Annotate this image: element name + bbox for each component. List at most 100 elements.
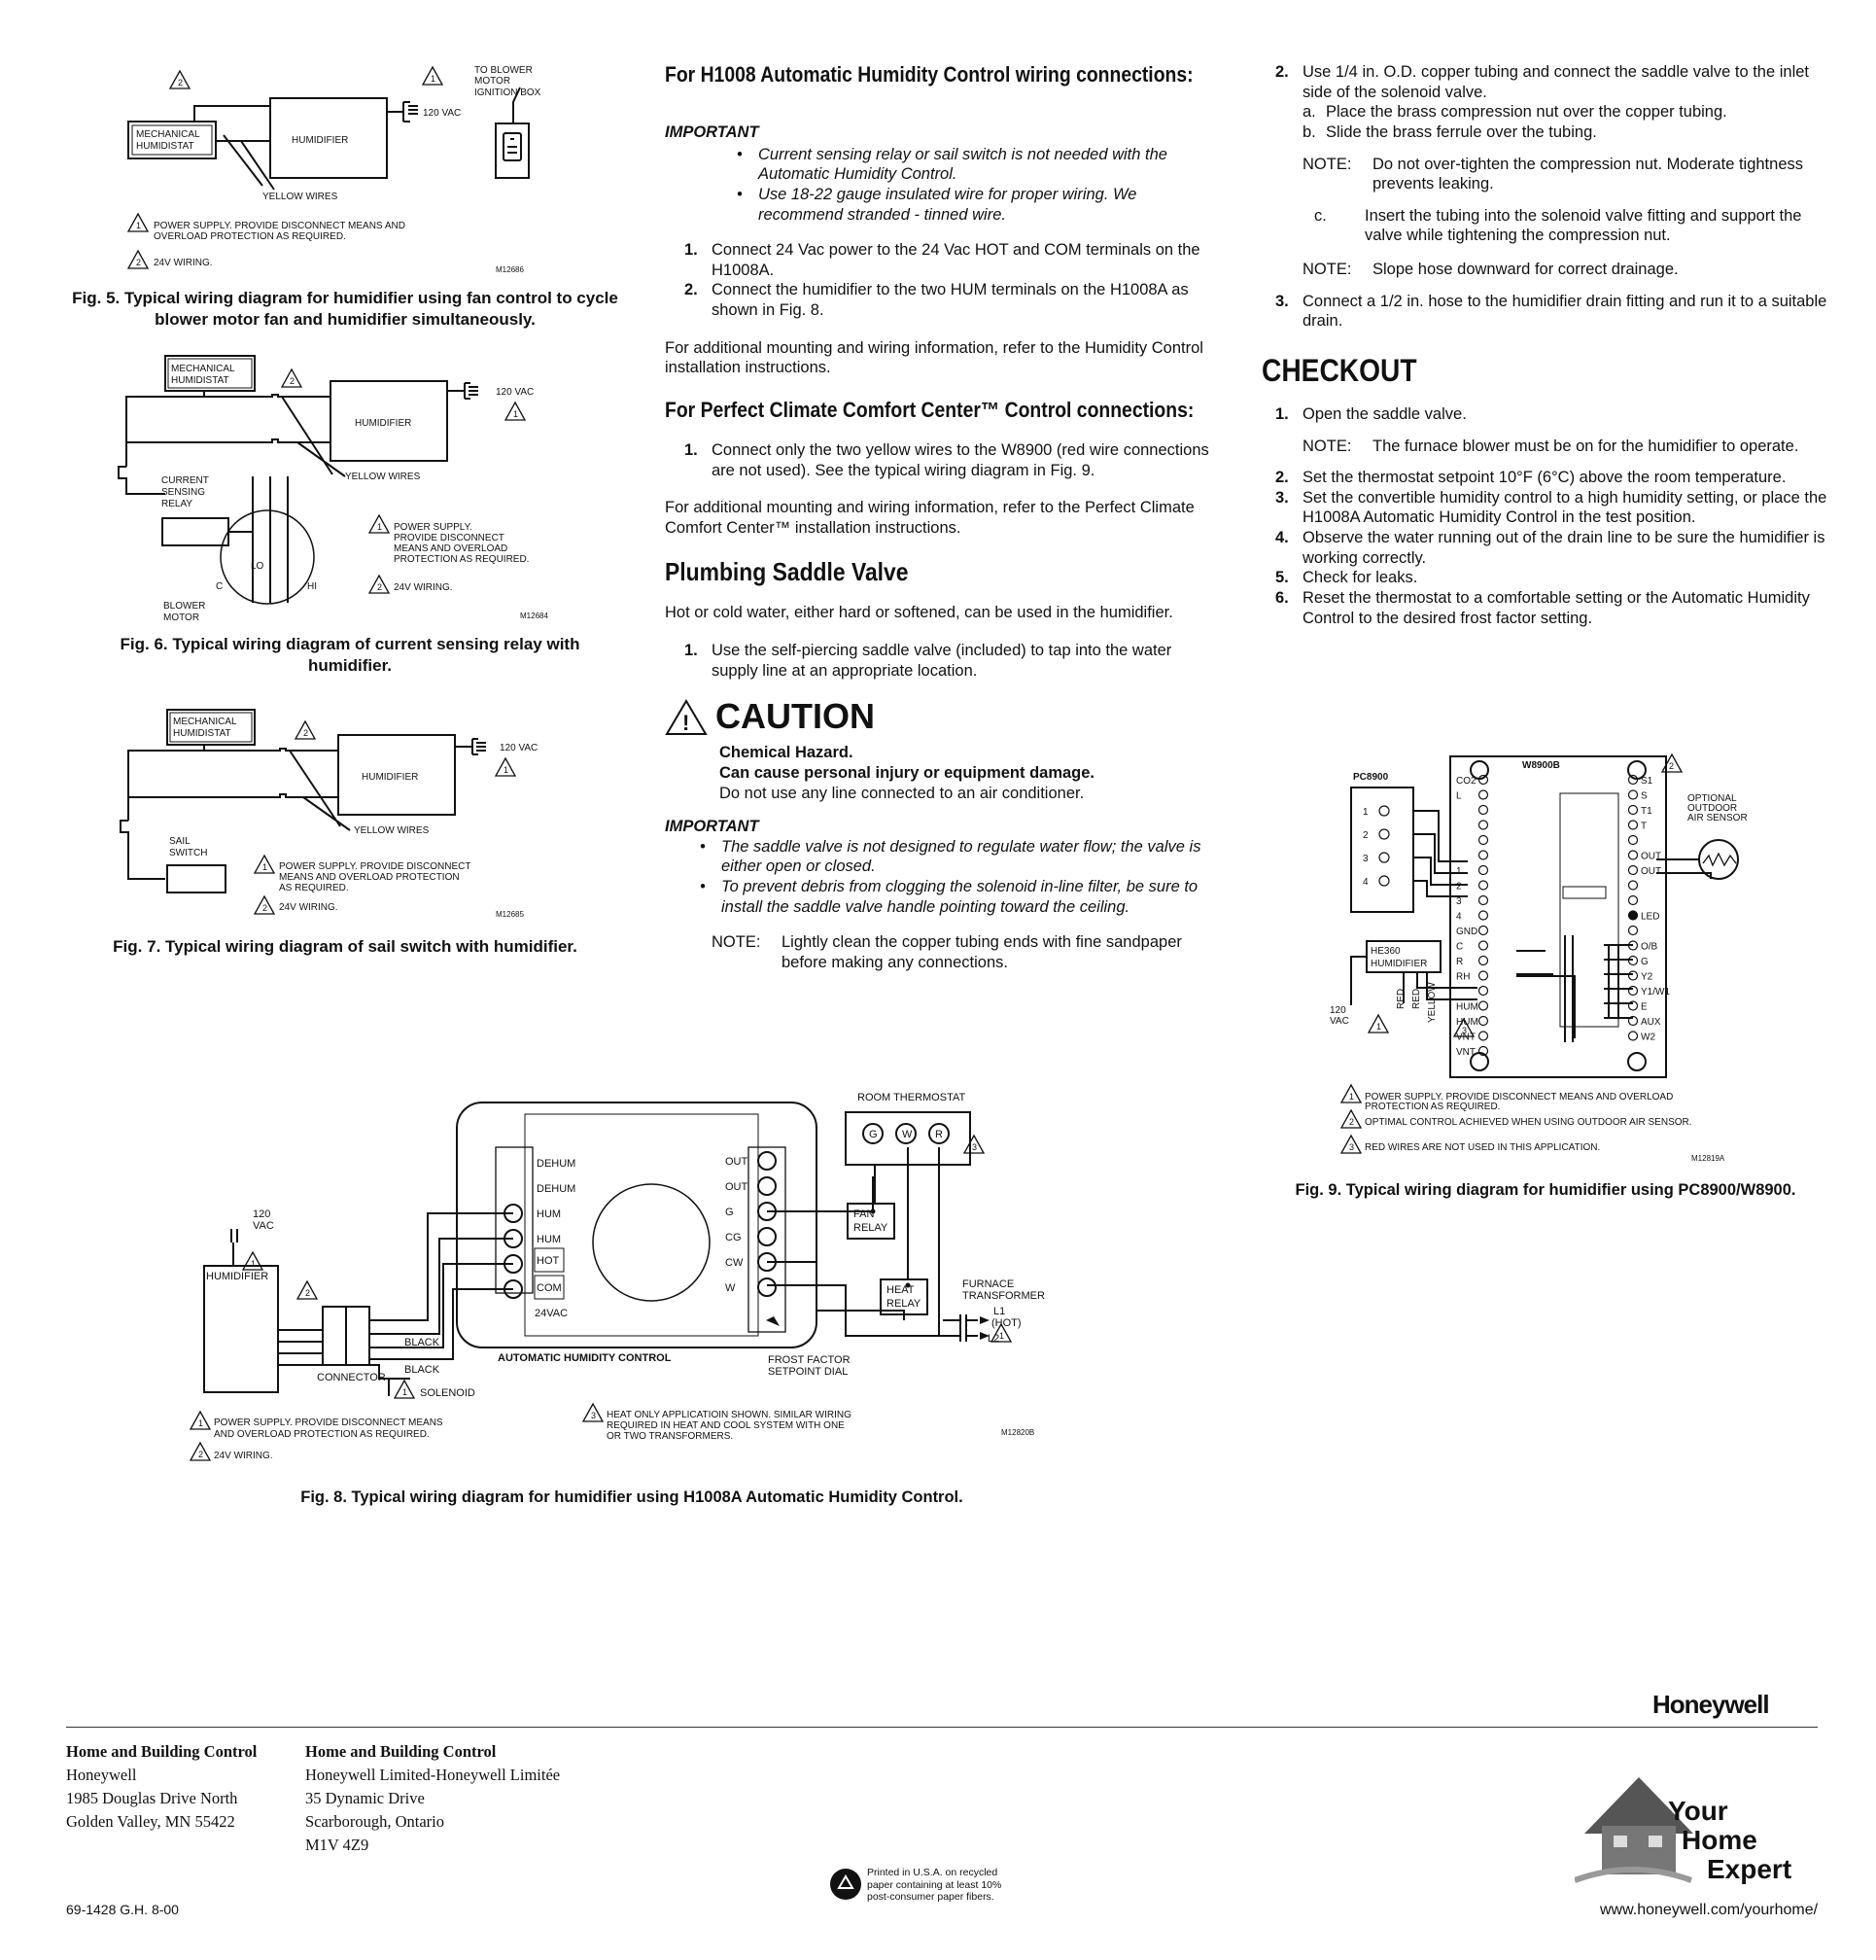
svg-text:1: 1 <box>1349 1092 1354 1102</box>
fig9-right-pin <box>1627 985 1639 997</box>
fig7-note1b: MEANS AND OVERLOAD PROTECTION <box>279 872 460 883</box>
saddle-step: Use the self-piercing saddle valve (incl… <box>712 642 1172 680</box>
fig9-right-pin <box>1627 955 1639 966</box>
address-ca-title: Home and Building Control <box>305 1742 497 1761</box>
fig8-right-term-label: W <box>725 1282 736 1294</box>
note2-label: NOTE: <box>1303 261 1352 278</box>
note-text: Lightly clean the copper tubing ends wit… <box>782 933 1182 971</box>
fig8-right-term-label: G <box>725 1207 734 1218</box>
fig8-note3: HEAT ONLY APPLICATIOIN SHOWN. SIMILAR WI… <box>607 1410 851 1420</box>
fig6-humidistat: MECHANICAL <box>171 364 235 374</box>
address-us: Home and Building Control Honeywell 1985… <box>66 1740 257 1834</box>
fig6-hi: HI <box>307 581 317 592</box>
fig8-caption: Fig. 8. Typical wiring diagram for humid… <box>300 1488 963 1506</box>
fig8-note3c: OR TWO TRANSFORMERS. <box>607 1431 733 1442</box>
svg-text:1: 1 <box>136 221 141 230</box>
fig8-hum-terminal <box>504 1229 523 1248</box>
fig9-optional: OPTIONAL <box>1687 793 1737 804</box>
fig8-thermostat-terminal <box>862 1123 884 1144</box>
svg-text:2: 2 <box>178 78 183 88</box>
fig9-code: M12819A <box>1691 1154 1725 1163</box>
footer-url[interactable]: www.honeywell.com/yourhome/ <box>1600 1902 1819 1918</box>
fig6-note1: POWER SUPPLY. <box>394 522 472 533</box>
checkout-5: Check for leaks. <box>1303 569 1418 587</box>
fig8-right-term-label: CW <box>725 1257 744 1269</box>
fig9-right-pin <box>1627 850 1639 860</box>
saddle-intro: Hot or cold water, either hard or soften… <box>665 604 1173 622</box>
fig8-room-thermostat: ROOM THERMOSTAT <box>857 1092 966 1103</box>
fig9-vac: 120 <box>1330 1005 1346 1016</box>
svg-text:2: 2 <box>136 258 141 267</box>
checkout-1: Open the saddle valve. <box>1303 404 1467 423</box>
fig6-lo: LO <box>251 561 264 572</box>
right-column: 2. Use 1/4 in. O.D. copper tubing and co… <box>1262 62 1834 628</box>
fig9-left-pin <box>1477 804 1489 816</box>
fig8-right-term-label: OUT <box>725 1181 748 1193</box>
fig6-relay2: SENSING <box>161 487 205 498</box>
note1-label: NOTE: <box>1303 155 1352 173</box>
fig9-red: RED <box>1396 989 1407 1009</box>
address-us-l1: Honeywell <box>66 1765 137 1784</box>
svg-text:1: 1 <box>431 74 435 84</box>
fig6-code: M12684 <box>520 612 548 620</box>
fig7-note1: POWER SUPPLY. PROVIDE DISCONNECT <box>279 861 470 872</box>
checkout-6: Reset the thermostat to a comfortable se… <box>1303 588 1810 627</box>
fig8-right-terminal <box>757 1202 777 1221</box>
fig9-red2: RED <box>1411 989 1422 1009</box>
fig9-right-pin <box>1627 789 1639 800</box>
fig8-left-term-label: DEHUM <box>537 1158 575 1170</box>
fig9-left-pin <box>1477 940 1489 951</box>
fig5-note1: POWER SUPPLY. PROVIDE DISCONNECT MEANS A… <box>154 221 405 231</box>
address-us-title: Home and Building Control <box>66 1742 258 1761</box>
svg-text:3: 3 <box>972 1142 977 1152</box>
sub-b-label: b. <box>1303 122 1316 141</box>
checkout-num: 5. <box>1275 569 1289 587</box>
checkout-note: The furnace blower must be on for the hu… <box>1372 437 1799 455</box>
fig9-note1b: PROTECTION AS REQUIRED. <box>1365 1102 1500 1112</box>
checkout-heading: CHECKOUT <box>1262 352 1417 388</box>
fig7-yellow: YELLOW WIRES <box>354 825 430 836</box>
fig9-pc-pin-label: 4 <box>1363 877 1369 888</box>
fig8-code: M12820B <box>1001 1428 1034 1437</box>
fig9-air-sensor: AIR SENSOR <box>1687 813 1748 823</box>
step3-text: Connect a 1/2 in. hose to the humidifier… <box>1303 292 1827 331</box>
fig8-right-terminal <box>757 1227 777 1246</box>
fig9-right-pin-label: S <box>1641 791 1648 802</box>
fig5-humidistat2: HUMIDISTAT <box>136 141 194 152</box>
fig9-pc-pin <box>1378 852 1390 863</box>
fig5-note1b: OVERLOAD PROTECTION AS REQUIRED. <box>154 231 346 242</box>
important-label: IMPORTANT <box>665 123 759 141</box>
fig6-diagram: 21 12 MECHANICAL HUMIDISTAT HUMIDIFIER 1… <box>118 355 548 623</box>
fig8-connector: CONNECTOR <box>317 1372 386 1383</box>
fig6-humidifier: HUMIDIFIER <box>355 418 411 429</box>
fig5-note2: 24V WIRING. <box>154 258 213 268</box>
fig9-caption: Fig. 9. Typical wiring diagram for humid… <box>1295 1181 1796 1199</box>
important2-bullet-2: To prevent debris from clogging the sole… <box>700 877 1219 917</box>
fig5-ignition: IGNITION BOX <box>474 88 541 98</box>
important2-bullet-1: The saddle valve is not designed to regu… <box>700 837 1219 877</box>
checkout-3: Set the convertible humidity control to … <box>1303 488 1827 527</box>
fig9-right-pin <box>1627 864 1639 876</box>
step-num: 2. <box>684 281 698 299</box>
fig9-right-pin-label: W2 <box>1641 1032 1655 1043</box>
footer-divider <box>66 1727 1818 1728</box>
fig6-relay: CURRENT <box>161 475 209 486</box>
fig8-w: W <box>902 1129 913 1140</box>
fig9-left-pin <box>1477 1031 1489 1041</box>
svg-text:1: 1 <box>999 1331 1004 1341</box>
address-us-l2: 1985 Douglas Drive North <box>66 1788 238 1807</box>
fig9-right-pin <box>1627 1031 1639 1041</box>
fig9-right-pin <box>1627 880 1639 891</box>
fig5-vac: 120 VAC <box>423 108 461 119</box>
step-1: Connect 24 Vac power to the 24 Vac HOT a… <box>712 241 1200 279</box>
fig8-right-terminal <box>757 1176 777 1196</box>
checkout-num: 4. <box>1275 529 1289 546</box>
fig9-left-pin <box>1477 850 1489 860</box>
important-bullet-2: Use 18-22 gauge insulated wire for prope… <box>737 185 1219 225</box>
address-ca-l4: M1V 4Z9 <box>305 1835 369 1854</box>
fig9-right-pin <box>1627 970 1639 981</box>
sub-c: Insert the tubing into the solenoid valv… <box>1365 206 1802 245</box>
fig9-left-pin-label: VNT <box>1456 1032 1476 1043</box>
fig8-right-terminal <box>757 1252 777 1272</box>
svg-text:!: ! <box>682 711 689 735</box>
